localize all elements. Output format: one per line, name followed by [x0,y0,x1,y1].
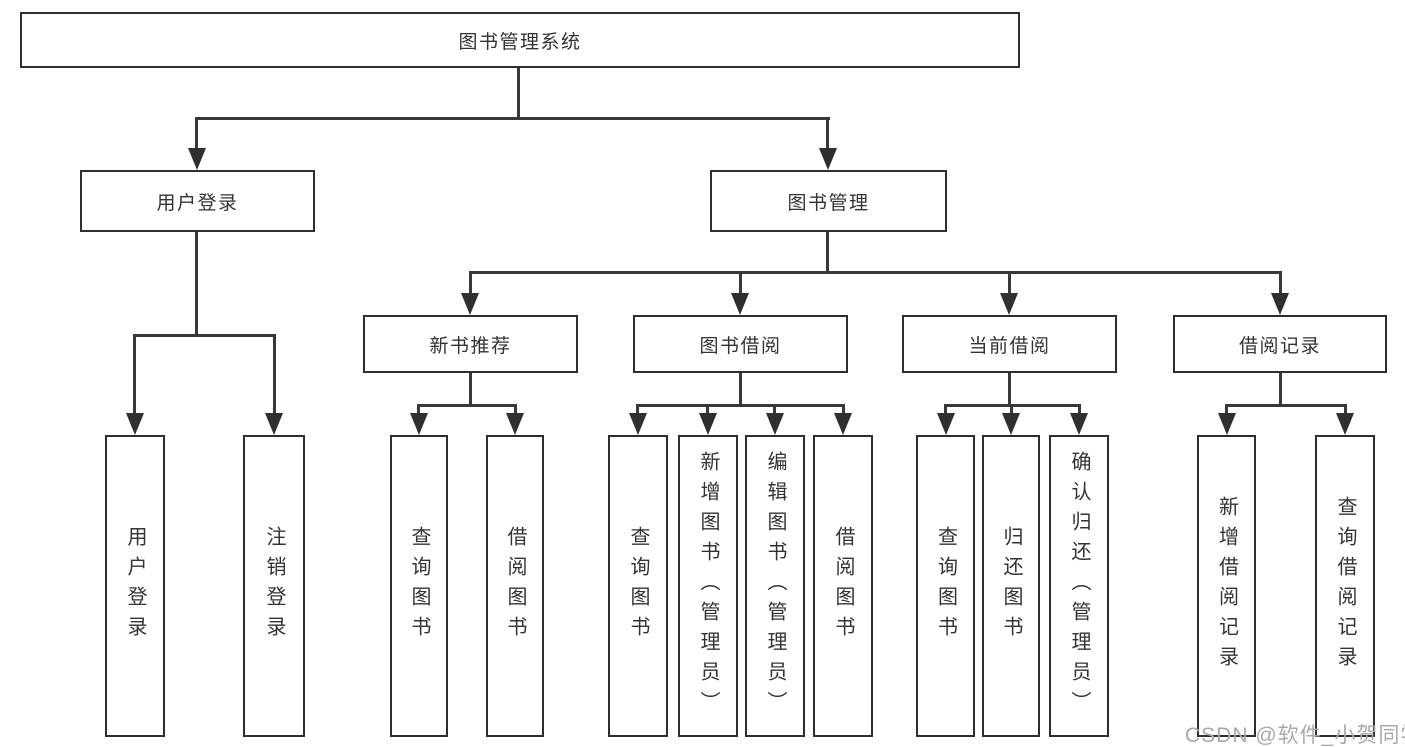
connector-line [706,404,709,416]
node-current-borrow: 当前借阅 [902,315,1117,373]
arrow-down-icon [265,413,283,435]
node-label: 查询借阅记录 [1334,496,1356,676]
node-label: 图书管理系统 [458,31,582,53]
node-label: 归还图书 [1000,526,1022,646]
node-root: 图书管理系统 [20,12,1020,68]
node-label: 查询图书 [408,526,430,646]
leaf-add-book-admin: 新增图书（管理员） [678,435,738,737]
connector-line [1078,404,1081,416]
connector-line [469,373,472,407]
arrow-down-icon [766,413,784,435]
arrow-down-icon [126,413,144,435]
arrow-down-icon [461,293,479,315]
connector-line [773,404,776,416]
connector-line [195,117,198,151]
connector-line [517,68,520,119]
connector-line [826,117,829,151]
arrow-down-icon [834,413,852,435]
arrow-down-icon [410,413,428,435]
connector-line [842,404,845,416]
connector-line [1010,404,1013,416]
connector-line [944,404,947,416]
leaf-query-book-2: 查询图书 [608,435,668,737]
arrow-down-icon [1000,293,1018,315]
arrow-down-icon [188,148,206,170]
node-label: 图书管理 [787,192,870,214]
node-label: 借阅图书 [504,526,526,646]
watermark: CSDN @软件_小贺同学 [1185,724,1405,747]
arrow-down-icon [1002,413,1020,435]
arrow-down-icon [1218,413,1236,435]
connector-line [1279,373,1282,407]
node-label: 借阅记录 [1238,335,1321,357]
connector-line [739,271,742,295]
connector-line [133,334,276,337]
arrow-down-icon [819,148,837,170]
connector-line [1225,404,1228,416]
node-label: 确认归还（管理员） [1068,451,1090,721]
connector-line [1344,404,1347,416]
node-user-login: 用户登录 [80,170,315,232]
connector-line [273,334,276,416]
node-book-management: 图书管理 [710,170,947,232]
leaf-confirm-return-admin: 确认归还（管理员） [1049,435,1109,737]
leaf-add-borrow-record: 新增借阅记录 [1197,435,1256,737]
node-label: 编辑图书（管理员） [764,451,786,721]
connector-line [469,271,1282,274]
arrow-down-icon [1070,413,1088,435]
connector-line [826,232,829,274]
leaf-borrow-book-2: 借阅图书 [813,435,873,737]
node-label: 查询图书 [627,526,649,646]
node-label: 图书借阅 [699,335,782,357]
node-label: 用户登录 [156,192,239,214]
arrow-down-icon [1271,293,1289,315]
node-label: 新增借阅记录 [1215,496,1238,676]
node-label: 新书推荐 [429,335,512,357]
connector-line [1008,271,1011,295]
arrow-down-icon [731,293,749,315]
connector-line [636,404,845,407]
node-label: 借阅图书 [832,526,854,646]
connector-line [133,334,136,416]
connector-line [514,404,517,416]
leaf-query-book-3: 查询图书 [916,435,975,737]
connector-line [1279,271,1282,295]
connector-line [195,232,198,337]
node-borrow-record: 借阅记录 [1173,315,1387,373]
connector-line [196,117,830,120]
leaf-query-book-1: 查询图书 [390,435,448,737]
node-label: 查询图书 [934,526,957,646]
connector-line [417,404,517,407]
leaf-user-login: 用户登录 [105,435,165,737]
arrow-down-icon [937,413,955,435]
connector-line [1225,404,1347,407]
node-book-borrow: 图书借阅 [633,315,848,373]
connector-line [417,404,420,416]
connector-line [469,271,472,295]
leaf-return-book: 归还图书 [982,435,1040,737]
node-label: 当前借阅 [968,335,1051,357]
connector-line [636,404,639,416]
connector-line [1008,373,1011,407]
arrow-down-icon [699,413,717,435]
leaf-edit-book-admin: 编辑图书（管理员） [745,435,805,737]
leaf-logout: 注销登录 [243,435,305,737]
node-label: 注销登录 [263,526,285,646]
leaf-borrow-book-1: 借阅图书 [486,435,544,737]
node-label: 新增图书（管理员） [697,451,719,721]
node-label: 用户登录 [124,526,146,646]
leaf-query-borrow-record: 查询借阅记录 [1315,435,1375,737]
connector-line [739,373,742,407]
arrow-down-icon [506,413,524,435]
arrow-down-icon [1336,413,1354,435]
node-new-book-recommend: 新书推荐 [363,315,578,373]
arrow-down-icon [629,413,647,435]
